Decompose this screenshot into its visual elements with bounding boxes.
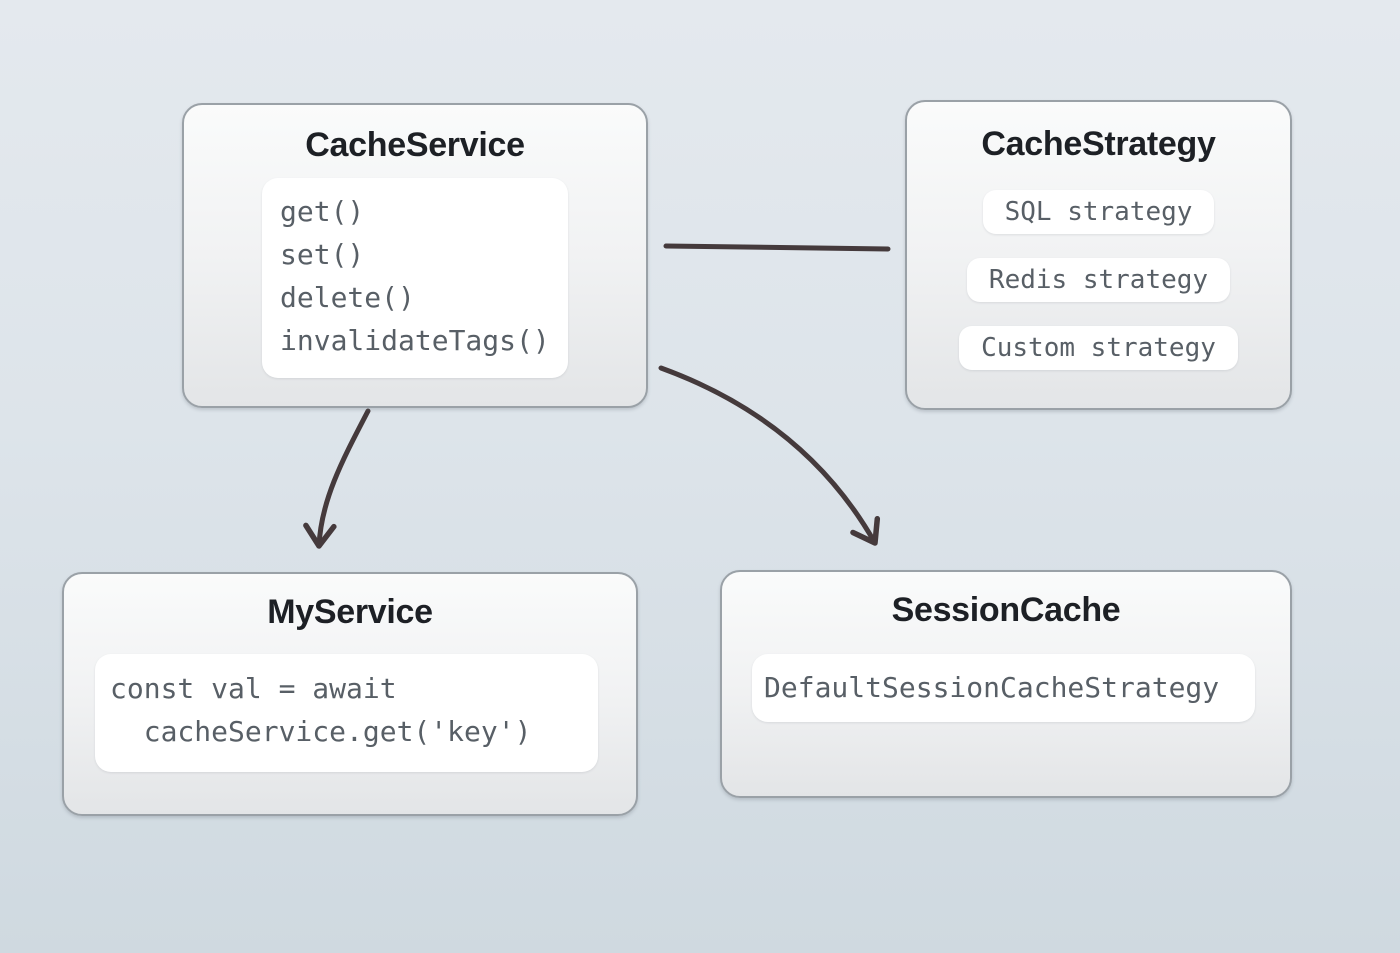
node-session-cache: SessionCache DefaultSessionCacheStrategy xyxy=(720,570,1292,798)
code-line: delete() xyxy=(280,281,415,314)
strategy-pill-redis: Redis strategy xyxy=(966,258,1231,302)
code-line: cacheService.get('key') xyxy=(110,715,532,748)
node-title-cache-service: CacheService xyxy=(305,126,525,164)
node-title-cache-strategy: CacheStrategy xyxy=(981,125,1216,163)
node-title-my-service: MyService xyxy=(267,593,433,631)
code-line: invalidateTags() xyxy=(280,324,550,357)
edge-cacheservice-sessioncache xyxy=(658,365,881,546)
node-my-service: MyService const val = await cacheService… xyxy=(62,572,638,816)
session-cache-code-card: DefaultSessionCacheStrategy xyxy=(752,654,1255,722)
edge-cacheservice-myservice xyxy=(303,408,371,549)
code-line: set() xyxy=(280,238,365,271)
strategy-pill-sql: SQL strategy xyxy=(982,190,1215,234)
cache-service-methods-card: get() set() delete() invalidateTags() xyxy=(262,178,568,378)
node-cache-strategy: CacheStrategy SQL strategy Redis strateg… xyxy=(905,100,1292,410)
edge-cacheservice-cachestrategy xyxy=(663,243,891,252)
code-line: const val = await xyxy=(110,672,397,705)
code-line: get() xyxy=(280,195,365,228)
strategy-pill-custom: Custom strategy xyxy=(959,326,1238,370)
my-service-code-card: const val = await cacheService.get('key'… xyxy=(95,654,598,772)
node-title-session-cache: SessionCache xyxy=(891,591,1121,629)
code-line: DefaultSessionCacheStrategy xyxy=(764,671,1220,704)
node-cache-service: CacheService get() set() delete() invali… xyxy=(182,103,648,408)
